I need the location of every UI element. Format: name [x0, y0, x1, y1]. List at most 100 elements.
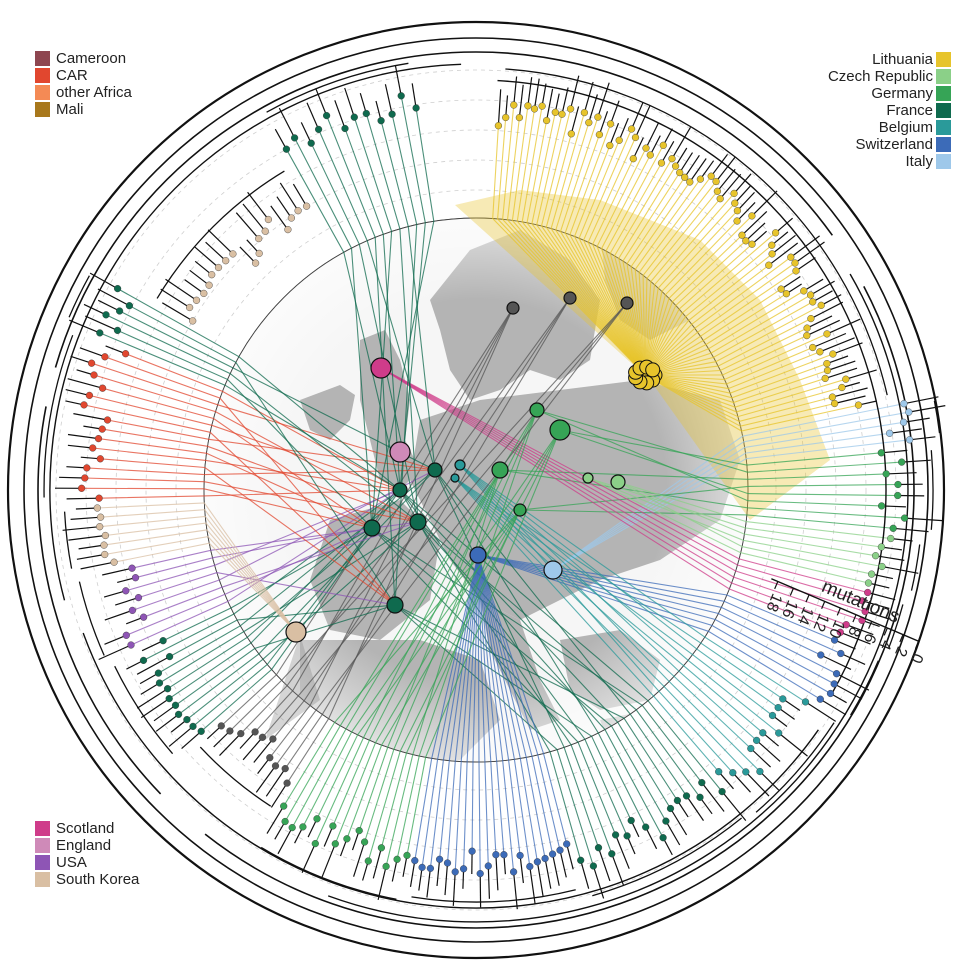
tree-branch	[70, 355, 92, 364]
map-location-circle	[513, 503, 527, 517]
tree-tip	[733, 207, 742, 215]
migration-line	[587, 477, 869, 584]
tree-tip	[165, 694, 173, 703]
tree-branch	[377, 866, 387, 901]
tree-branch	[734, 185, 751, 204]
migration-line	[92, 447, 401, 491]
tree-branch	[903, 396, 939, 405]
tree-branch	[487, 865, 490, 899]
tree-tip	[271, 762, 280, 770]
tree-branch	[104, 634, 127, 645]
migration-line	[103, 529, 297, 633]
tree-tip	[682, 792, 691, 800]
migration-line	[644, 374, 826, 408]
tree-tip	[826, 689, 835, 698]
legend-swatch	[936, 103, 951, 118]
tree-tip	[858, 597, 866, 605]
tree-tip	[96, 455, 104, 463]
tree-tip	[738, 231, 746, 239]
tree-branch	[741, 210, 768, 236]
tree-branch	[825, 367, 858, 379]
tree-clade-arc	[114, 665, 174, 755]
migration-line	[417, 521, 701, 798]
tree-tip	[189, 722, 197, 731]
migration-line	[240, 297, 571, 734]
migration-line	[454, 477, 764, 734]
tree-clade-arc	[63, 511, 73, 569]
tree-branch	[235, 212, 260, 239]
tree-clade-arc	[266, 62, 409, 113]
migration-line	[644, 270, 797, 376]
tree-tip	[98, 425, 106, 433]
scale-tick-label: 14	[794, 604, 817, 627]
tree-tip	[707, 172, 715, 180]
migration-line	[272, 297, 571, 740]
tree-tip	[343, 835, 351, 843]
tree-branch	[67, 433, 99, 440]
tree-branch	[344, 87, 355, 118]
migration-line	[638, 175, 712, 376]
migration-line	[582, 128, 646, 376]
tree-tip	[113, 326, 122, 335]
tree-tip	[122, 587, 130, 595]
tree-branch	[140, 698, 170, 719]
tree-branch	[155, 713, 179, 732]
tree-tip	[885, 429, 894, 437]
tree-tip	[509, 868, 518, 876]
tree-tip	[264, 215, 273, 224]
migration-line	[463, 554, 479, 869]
migration-line	[286, 307, 514, 784]
guide-circle	[175, 189, 777, 791]
migration-line	[314, 469, 501, 844]
migration-line	[545, 133, 646, 376]
scale-tick-mark	[883, 627, 888, 636]
tree-branch	[85, 315, 118, 331]
tree-branch	[775, 217, 793, 234]
tree-tip	[748, 212, 756, 220]
tree-tip	[382, 862, 390, 871]
legend-entry: Germany	[828, 85, 951, 102]
tree-branch	[160, 288, 190, 309]
tree-tip	[261, 227, 269, 235]
tree-branch	[812, 290, 833, 303]
tree-branch	[278, 107, 296, 139]
tree-tip	[752, 736, 761, 745]
tree-branch	[718, 771, 734, 790]
legend-label: Switzerland	[855, 136, 933, 153]
tree-tip	[800, 287, 808, 295]
tree-branch	[247, 191, 269, 220]
migration-line	[644, 202, 736, 376]
migration-line	[644, 290, 805, 376]
tree-branch	[834, 395, 866, 405]
tree-tip	[139, 656, 148, 665]
tree-tip	[577, 856, 585, 864]
tree-tip	[742, 237, 750, 245]
tree-tip	[900, 514, 909, 522]
tree-tip	[817, 301, 825, 309]
tree-tip	[411, 856, 419, 865]
tree-tip	[809, 298, 817, 306]
migration-line	[284, 297, 571, 769]
tree-tip	[85, 391, 94, 400]
tree-tip	[771, 229, 780, 237]
tree-tip	[80, 401, 88, 409]
map-location-circle	[427, 462, 443, 478]
migration-line	[552, 403, 905, 571]
migration-line	[521, 106, 646, 376]
tree-tip	[208, 271, 216, 279]
tree-branch	[69, 319, 101, 334]
migration-line	[626, 176, 686, 376]
tree-branch	[165, 278, 197, 301]
migration-line	[644, 240, 747, 376]
tree-branch	[559, 850, 567, 878]
tree-tip	[541, 854, 549, 863]
tree-tip	[787, 253, 795, 261]
migration-line	[477, 554, 821, 700]
migration-line	[344, 128, 401, 491]
tree-tip	[889, 524, 897, 532]
migration-line	[454, 477, 747, 773]
migration-line	[365, 113, 419, 523]
tree-branch	[566, 843, 574, 870]
tree-branch	[321, 843, 336, 878]
